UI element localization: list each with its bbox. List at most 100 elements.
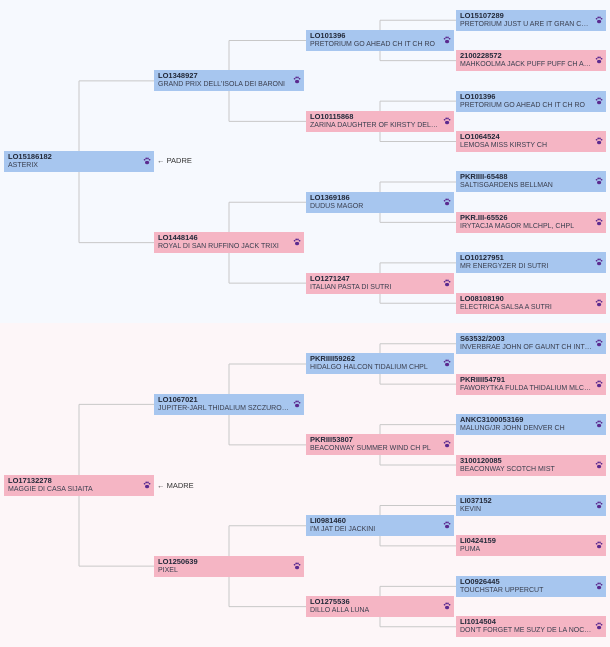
paw-icon	[595, 461, 603, 469]
paw-icon	[595, 582, 603, 590]
dog-name: IRYTACJA MAGOR MLCHPL, CHPL	[460, 222, 575, 230]
registration-number: LO1448146	[158, 233, 198, 242]
paw-icon	[443, 36, 451, 44]
paw-icon	[595, 380, 603, 388]
registration-number: LO10115868	[310, 112, 354, 121]
dog-name: INVERBRAE JOHN OF GAUNT CH INT MEX GIB .…	[460, 343, 592, 351]
registration-number: 3100120085	[460, 456, 502, 465]
dog-name: PUMA	[460, 545, 481, 553]
registration-number: LO08108190	[460, 294, 504, 303]
dog-name: PRETORIUM JUST U ARE IT GRAN CH AUS CH .…	[460, 20, 592, 28]
dog-name: MALUNG/JR JOHN DENVER CH	[460, 424, 565, 432]
paw-icon	[293, 76, 301, 84]
registration-number: LO1067021	[158, 395, 198, 404]
paw-icon	[595, 16, 603, 24]
paw-icon	[443, 117, 451, 125]
dog-name: LEMOSA MISS KIRSTY CH	[460, 141, 548, 149]
registration-number: LO1271247	[310, 274, 350, 283]
paw-icon	[595, 137, 603, 145]
registration-number: LO101396	[460, 92, 496, 101]
dog-name: MAGGIE DI CASA SIJAITA	[8, 485, 93, 493]
registration-number: LO1369186	[310, 193, 350, 202]
registration-number: PKRIIII-65488	[460, 172, 508, 181]
madre-label: ← MADRE	[157, 481, 194, 490]
registration-number: LO15107289	[460, 11, 504, 20]
registration-number: ANKC3100053169	[460, 415, 524, 424]
paw-icon	[293, 238, 301, 246]
registration-number: LO0926445	[460, 577, 500, 586]
dog-name: DUDUS MAGOR	[310, 202, 364, 210]
registration-number: LO1348927	[158, 71, 198, 80]
paw-icon	[595, 339, 603, 347]
paw-icon	[595, 97, 603, 105]
dog-name: JUPITER-JARL THIDALIUM SZCZUROLAP	[158, 404, 290, 412]
dog-name: DILLO ALLA LUNA	[310, 606, 370, 614]
dog-name: BEACONWAY SCOTCH MIST	[460, 465, 555, 473]
paw-icon	[293, 562, 301, 570]
padre-label: ← PADRE	[157, 156, 192, 165]
registration-number: PKRIII53807	[310, 435, 353, 444]
dog-name: TOUCHSTAR UPPERCUT	[460, 586, 544, 594]
registration-number: 2100228572	[460, 51, 502, 60]
registration-number: LO10127951	[460, 253, 504, 262]
registration-number: LO17132278	[8, 476, 52, 485]
dog-name: PRETORIUM GO AHEAD CH IT CH RO	[310, 40, 435, 48]
paw-icon	[443, 359, 451, 367]
dog-name: ZARINA DAUGHTER OF KIRSTY DELL'ISOLA DEI…	[310, 121, 440, 129]
registration-number: LI0424159	[460, 536, 496, 545]
paw-icon	[443, 521, 451, 529]
registration-number: LO1275536	[310, 597, 350, 606]
paw-icon	[595, 258, 603, 266]
paw-icon	[595, 299, 603, 307]
paw-icon	[293, 400, 301, 408]
paw-icon	[143, 157, 151, 165]
registration-number: PKR.III-65526	[460, 213, 508, 222]
dog-name: ROYAL DI SAN RUFFINO JACK TRIXI	[158, 242, 279, 250]
registration-number: LI0981460	[310, 516, 346, 525]
dog-name: MR ENERGYZER DI SUTRI	[460, 262, 549, 270]
paw-icon	[595, 420, 603, 428]
registration-number: PKRIIII54791	[460, 375, 506, 384]
dog-name: ASTERIX	[8, 161, 38, 169]
paw-icon	[595, 177, 603, 185]
dog-name: ELECTRICA SALSA A SUTRI	[460, 303, 552, 311]
registration-number: LO1250639	[158, 557, 198, 566]
paw-icon	[443, 198, 451, 206]
dog-name: MAHKOOLMA JACK PUFF PUFF CH AUST	[460, 60, 592, 68]
paw-icon	[595, 541, 603, 549]
dog-name: ITALIAN PASTA DI SUTRI	[310, 283, 392, 291]
registration-number: LO1064524	[460, 132, 500, 141]
dog-name: FAWORYTKA FULDA THIDALIUM MLCH PL LT Z..…	[460, 384, 592, 392]
